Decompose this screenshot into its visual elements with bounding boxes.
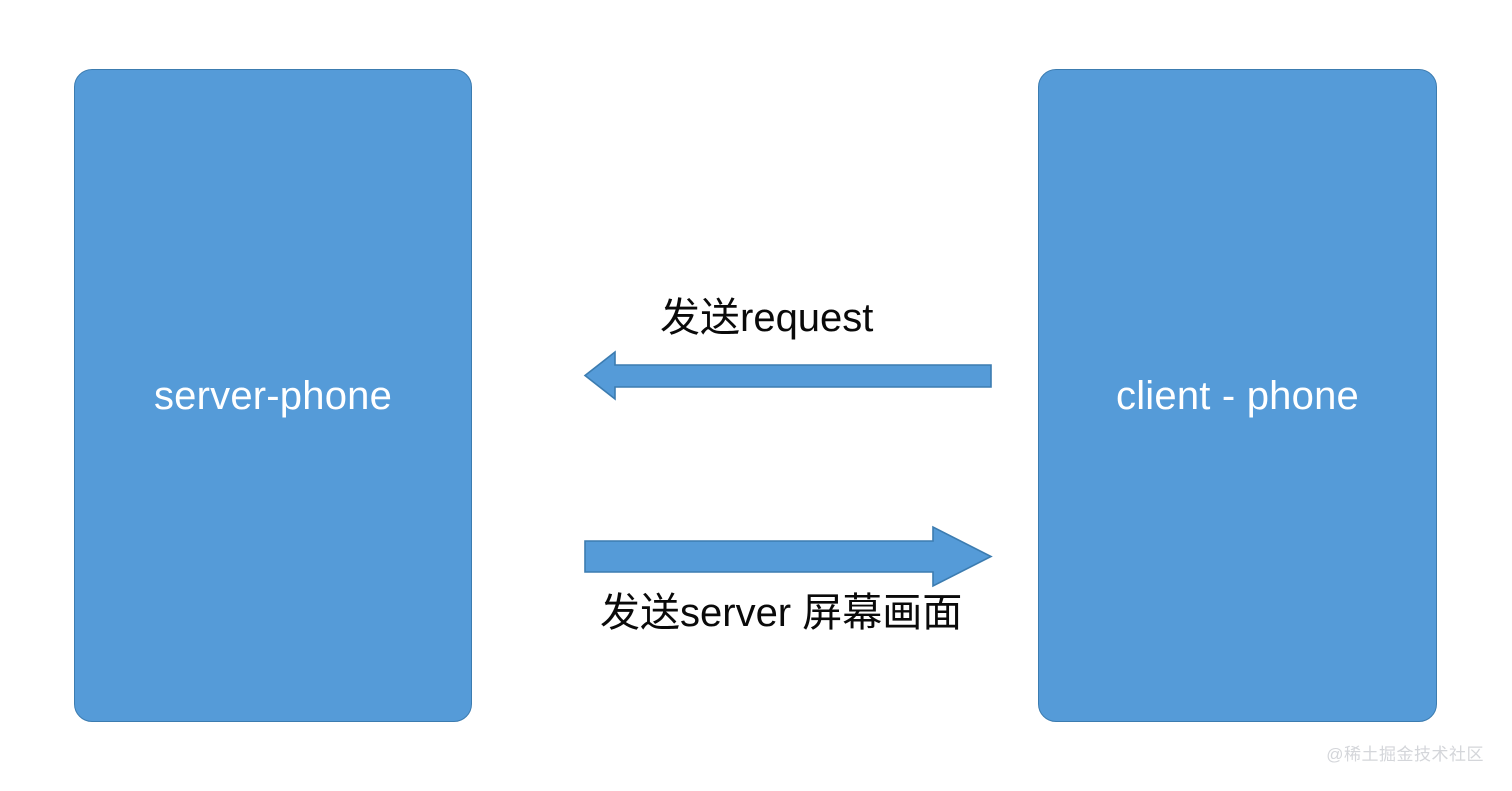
arrow-request-label: 发送request bbox=[660, 296, 874, 340]
watermark: @稀土掘金技术社区 bbox=[1326, 745, 1484, 764]
node-server-phone-label: server-phone bbox=[153, 373, 393, 418]
node-server-phone[interactable]: server-phone bbox=[74, 69, 472, 722]
arrow-left-icon bbox=[583, 350, 992, 401]
node-client-phone[interactable]: client - phone bbox=[1038, 69, 1437, 722]
arrow-right-icon bbox=[584, 525, 993, 588]
arrow-request-left bbox=[583, 350, 993, 402]
arrow-screen-label: 发送server 屏幕画面 bbox=[600, 591, 963, 635]
node-client-phone-label: client - phone bbox=[1116, 373, 1359, 418]
arrow-screen-right bbox=[583, 525, 993, 589]
